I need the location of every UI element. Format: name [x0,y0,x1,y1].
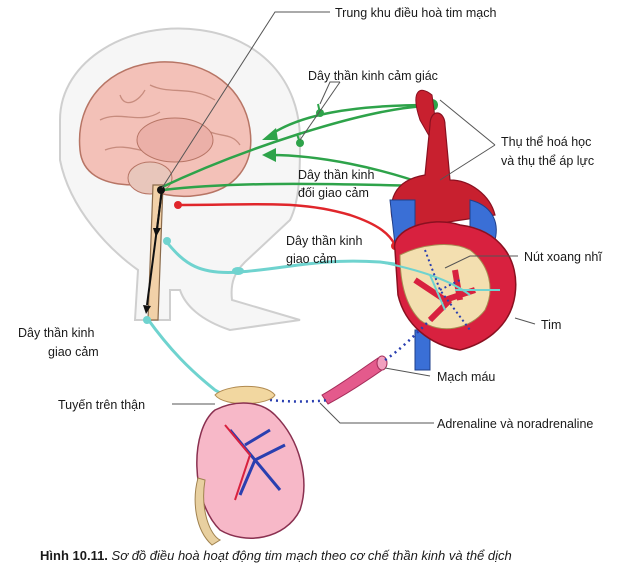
sensory-nerves [157,99,438,194]
label-sensory: Dây thần kinh cảm giác [308,69,438,83]
leader-lines [161,11,536,424]
label-parasym-1: Dây thần kinh [298,168,374,182]
spinal-cord [143,184,164,321]
label-sym-1: Dây thần kinh [286,234,362,248]
label-vessel: Mạch máu [437,370,495,384]
hormone-pathway [269,319,431,403]
heart [379,89,517,371]
brain [78,61,252,198]
label-sa-node: Nút xoang nhĩ [524,250,602,264]
label-adrenal: Tuyến trên thận [58,398,145,412]
kidney-adrenal [194,385,305,546]
blood-vessel [321,355,388,405]
label-sym2-1: Dây thần kinh [18,326,94,340]
label-hormones: Adrenaline và noradrenaline [437,417,593,431]
label-parasym-2: đối giao cảm [298,186,369,200]
label-receptors-1: Thụ thể hoá học [501,135,591,149]
label-heart: Tim [541,318,561,332]
label-sym2-2: giao cảm [48,345,99,359]
figure-caption: Hình 10.11. Sơ đồ điều hoà hoạt động tim… [40,548,630,572]
label-sym-2: giao cảm [286,252,337,266]
caption-text: Sơ đồ điều hoà hoạt động tim mạch theo c… [111,548,512,563]
label-center: Trung khu điều hoà tim mạch [335,6,496,20]
caption-number: Hình 10.11. [40,548,108,563]
label-receptors-2: và thụ thể áp lực [501,154,594,168]
